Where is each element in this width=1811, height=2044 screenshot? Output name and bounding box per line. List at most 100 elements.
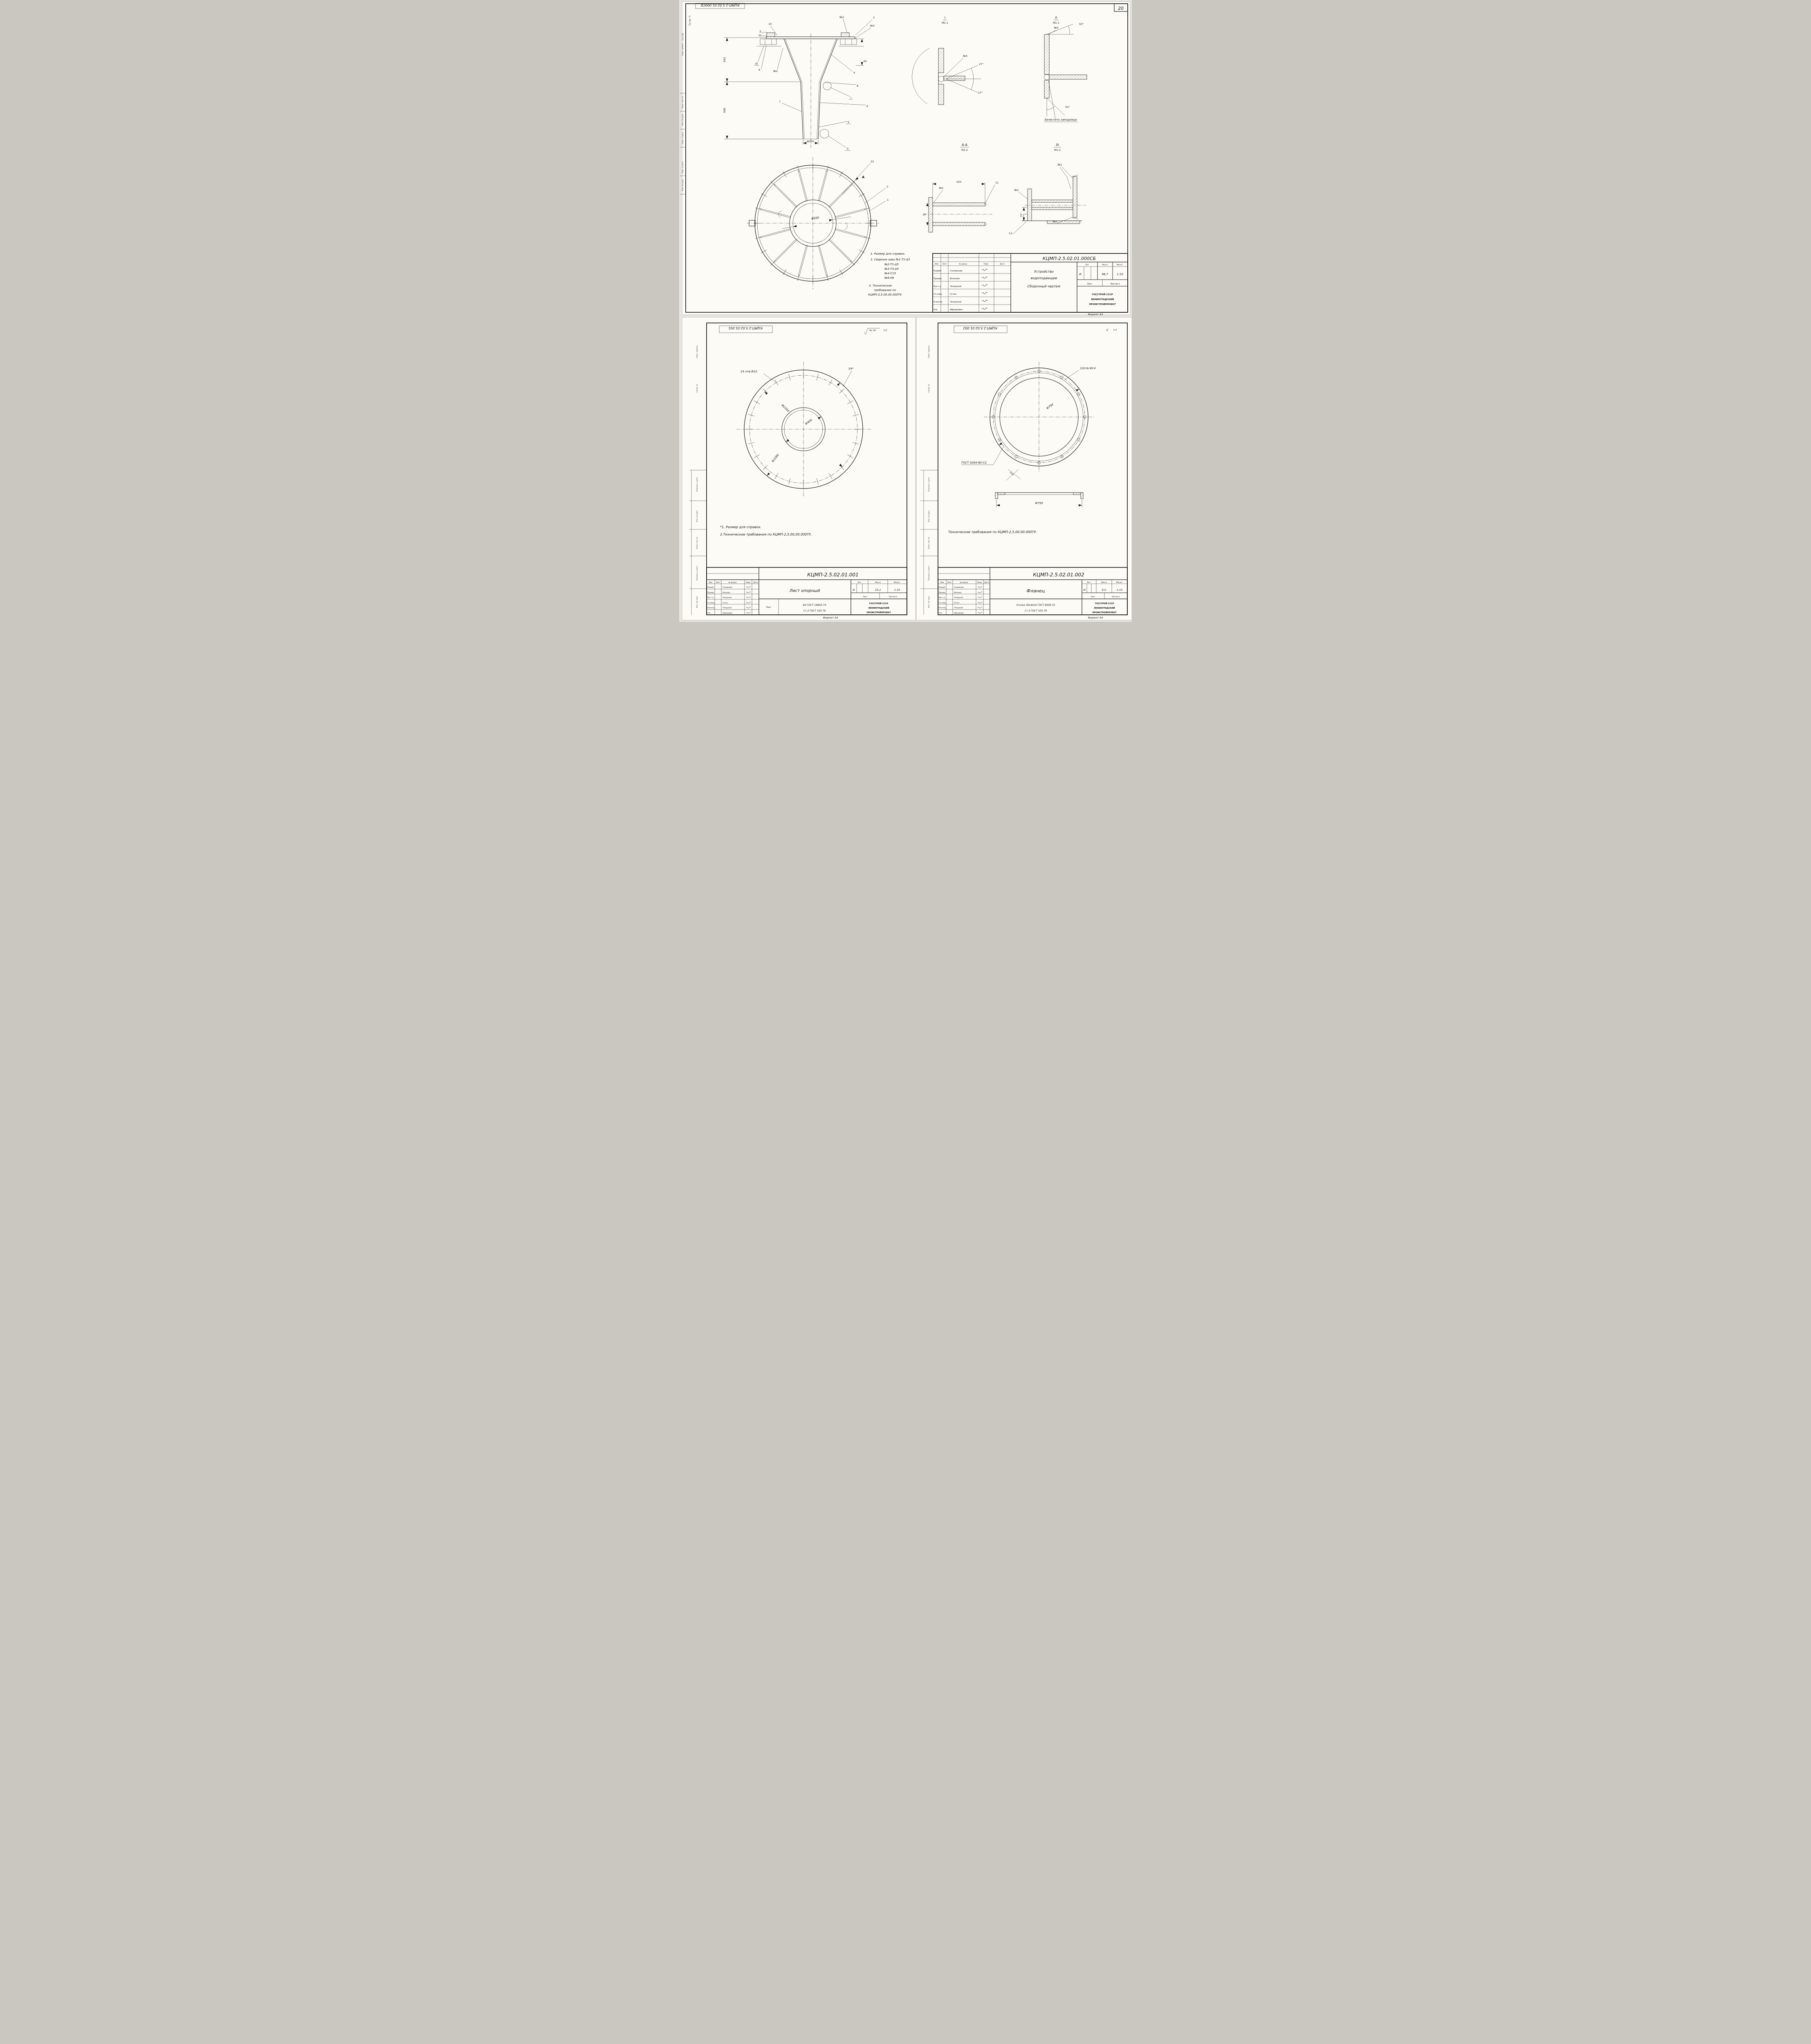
doc-stamp-rotated: КЦМП-2.5.02.01.000СБ: [700, 3, 739, 7]
tb-scale-value: 1:10: [894, 588, 900, 592]
tb-sheet-label: Лист: [863, 596, 868, 598]
title-block-flange: КЦМП-2.5.02.01.002 Изм Лист № докум. Под…: [938, 567, 1128, 615]
sheet3-margin: Перв. примен. Справ. № Подпись и дата Ин…: [920, 345, 938, 615]
tb-header-list: Лист: [943, 263, 947, 265]
tb-role: Провер.: [939, 592, 946, 594]
tb-name: Волкова: [954, 592, 962, 594]
dim-f500: Ф500: [811, 216, 819, 220]
callout-10: 10: [768, 22, 772, 26]
dim-220: 220: [956, 180, 961, 184]
dim-20: 20: [922, 213, 926, 216]
tb-part-title: Фланец: [1027, 588, 1045, 594]
detail-flag-I: [823, 81, 832, 90]
tb-doc-number: КЦМП-2.5.02.01.001: [807, 572, 859, 578]
tb-header-data: Дата: [1000, 263, 1004, 265]
tb-role: Гл.спец.: [707, 602, 715, 604]
callout-9: 9: [759, 68, 760, 72]
tb-role: Рук.г р.: [934, 285, 942, 288]
view-title: А-А: [962, 143, 967, 147]
tb-role: Разраб.: [934, 270, 942, 272]
tb-sheets-label: Листов 1: [1112, 596, 1120, 598]
weld-no4: №4: [963, 54, 967, 58]
tb-name: Соловьева: [950, 270, 963, 272]
tb-material-1: Уголок 40х40х4 ГОСТ 8509-72: [1017, 604, 1055, 607]
weld-no2: №2: [839, 16, 844, 19]
tb-name: Чепурной: [723, 596, 732, 599]
tb-org-2: ЛЕНИНГРАДСКИЙ: [1091, 298, 1114, 301]
tb-role: Утв.: [939, 612, 943, 614]
title-block-support: КЦМП-2.5.02.01.001 Изм Лист № докум. Под…: [706, 567, 907, 615]
detail-flag-II: [819, 129, 829, 139]
stamp-box: [695, 3, 745, 9]
dim-10: 10: [759, 34, 761, 37]
tb-role: Н.контр.: [934, 301, 943, 303]
holes-callout: 12отв.Ф14: [1080, 367, 1096, 370]
margin-label: Подп. и дата: [682, 132, 684, 144]
stamp-box: [954, 325, 1008, 333]
detail-view-II: II М1:1 50° №5 50° Зачистить заподлицо: [1044, 16, 1087, 122]
tb-doc-number: КЦМП-2.5.02.01.002: [1033, 572, 1084, 578]
note-line: *1. Размер для справок.: [720, 525, 761, 529]
note-line: КЦМП-2,5.00.00.000ТУ.: [868, 293, 902, 296]
tb-mass-header: Масса: [1101, 581, 1107, 584]
page-number: 20: [1118, 6, 1124, 11]
tb-name: Гутан: [950, 293, 957, 296]
technical-note: Технические требования по КЦМП-2,5.00.00…: [948, 530, 1037, 534]
tb-material-label: Лист: [766, 606, 772, 609]
margin-label: Справ. №: [696, 384, 698, 392]
margin-label: Взам. инв. №: [682, 96, 684, 108]
angle-27-bottom: 27°: [978, 91, 983, 94]
margin-label: Инв. № дубл.: [696, 510, 698, 522]
dim-5: 5: [760, 30, 761, 33]
tb-material-2: Ст.3 ГОСТ 535-79: [803, 610, 826, 612]
view-scale: М1:2: [961, 148, 968, 152]
view-flag-III: III: [755, 62, 758, 65]
tb-scale-header: Масшт.: [894, 581, 901, 584]
blueprint-page: 20 КЦМП-2.5.02.01.000СБ Перв. примен. Вз…: [679, 0, 1132, 622]
tb-mass-value: 25,2: [875, 588, 881, 592]
tb-material-1: Б4 ГОСТ 19903-74: [803, 604, 826, 607]
margin-label: Инв. № подл.: [696, 596, 698, 608]
tb-org-2: ЛЕНИНГРАДСКИЙ: [1094, 606, 1115, 610]
tb-mass-value: 6,0: [1102, 588, 1106, 592]
tb-title-1: Устройство: [1034, 270, 1054, 273]
tb-header-podp: Подп.: [983, 263, 989, 265]
tb-name: Абрамович: [954, 612, 964, 614]
tb-name: Чепурной: [723, 607, 732, 609]
plan-view: Ф500 А 12 3 1: [747, 157, 889, 289]
note-line: 2.Технические требования по КЦМП-2,5.00,…: [720, 533, 812, 536]
sheet1-margin: Перв. примен. Взам. инв. № Инв. № дубл. …: [680, 15, 691, 195]
tb-role: Гл.спец.: [934, 293, 943, 296]
tb-name: Соловьева: [954, 586, 964, 589]
tb-header-list: Лист: [716, 581, 720, 584]
callout-5: 5: [848, 121, 849, 124]
angle-27-top: 27°: [979, 63, 984, 66]
tb-lit-value: И: [853, 588, 855, 592]
tb-lit-value: И: [1084, 588, 1086, 592]
tb-org-2: ЛЕНИНГРАДСКИЙ: [868, 606, 889, 610]
doc-stamp-rotated: КЦМП-2.5.02.01.001: [728, 326, 763, 330]
weld-no3: №3: [870, 24, 875, 27]
note-line: №3-Т3-Δ5: [884, 267, 899, 271]
tb-mass-header: Масса: [1102, 264, 1108, 266]
tb-role: Разраб.: [707, 586, 714, 589]
margin-label: Инв. № подл.: [928, 596, 930, 608]
note-line: №2-Т1-Δ5: [884, 263, 899, 266]
format-label: Формат А3: [1088, 313, 1103, 316]
callout-6: 6: [866, 105, 868, 108]
callout-7: 7: [779, 100, 781, 103]
tb-mass-value: 98,7: [1102, 273, 1108, 276]
tb-material-2: Ст.3 ГОСТ 535-79: [1025, 610, 1047, 612]
tb-header-podp: Подп.: [745, 581, 751, 584]
view-scale: М1:1: [1053, 21, 1059, 25]
assembly-sheet: 20 КЦМП-2.5.02.01.000СБ Перв. примен. Вз…: [680, 3, 1128, 316]
view-title: III: [1056, 143, 1059, 147]
sheet2-margin: Перв. примен. Справ. № Подпись и дата Ин…: [689, 345, 707, 615]
tb-header-list: Лист: [947, 581, 952, 584]
weld-no1-left: №1: [1014, 188, 1019, 192]
tb-role: Утв.: [707, 612, 711, 614]
tb-scale-value: 1:10: [1117, 273, 1123, 276]
note-line: 1. Размер для справок.: [871, 252, 905, 256]
callout-3: 3: [886, 185, 888, 188]
callout-4: 4: [853, 71, 855, 74]
